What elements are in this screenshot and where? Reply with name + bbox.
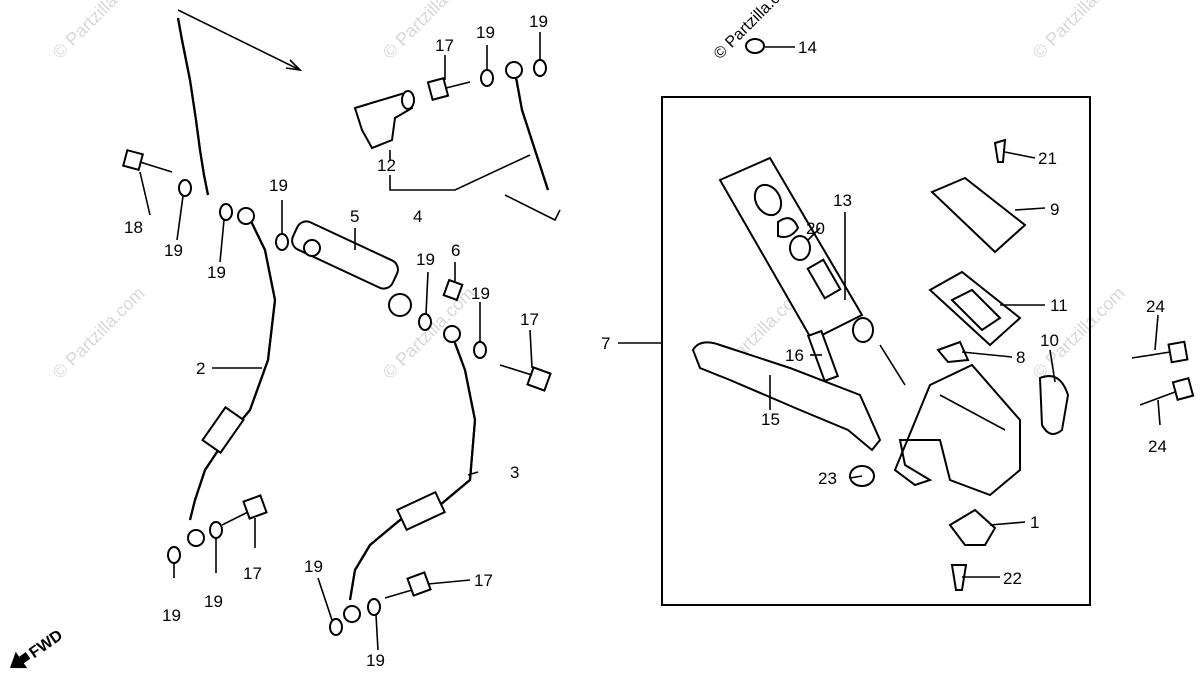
callout-6: 6: [451, 241, 460, 260]
callout-23: 23: [818, 469, 837, 488]
callout-7: 7: [601, 334, 610, 353]
callout-24-top: 24: [1146, 297, 1165, 316]
bolt-14: [745, 38, 765, 54]
three-way-joint-5: [291, 220, 412, 317]
callout-11: 11: [1050, 296, 1068, 315]
callout-19: 19: [164, 241, 183, 260]
fwd-arrow-icon: [10, 651, 31, 669]
bolts-24: [1131, 340, 1195, 406]
callout-19: 19: [471, 284, 490, 303]
pin-8: [936, 340, 970, 364]
callout-19: 19: [207, 263, 226, 282]
diaphragm-11: [928, 270, 1022, 347]
callout-16: 16: [785, 346, 804, 365]
screw-21: [993, 138, 1007, 163]
callout-19: 19: [304, 557, 323, 576]
brake-lever-15: [691, 341, 882, 452]
callout-4: 4: [413, 207, 422, 226]
callout-5: 5: [350, 207, 359, 226]
callout-2: 2: [196, 359, 205, 378]
fwd-label: FWD: [26, 627, 66, 662]
callout-19: 19: [269, 176, 288, 195]
callout-13: 13: [833, 191, 852, 210]
callout-19: 19: [529, 12, 548, 31]
screw-22: [950, 564, 968, 591]
piston-set-13: [718, 156, 906, 386]
washers-19: [167, 59, 547, 636]
callout-20: 20: [806, 219, 825, 238]
switch-1: [948, 508, 997, 546]
bolts: [121, 38, 765, 599]
bolt-17-bottom: [384, 571, 432, 599]
bolt-17-mid: [499, 364, 552, 392]
bolt-17-left: [221, 494, 268, 526]
reservoir-cap-9: [930, 176, 1027, 254]
watermark: © Partzilla.com: [379, 0, 479, 63]
callout-21: 21: [1038, 149, 1057, 168]
callout-17-top: 17: [435, 36, 454, 55]
callout-19: 19: [162, 606, 181, 625]
watermark: © Partzilla.com: [1029, 0, 1129, 63]
leader-lines: [139, 32, 1161, 651]
brake-pipe-4: [353, 61, 561, 222]
callout-18: 18: [124, 218, 143, 237]
watermark: © Partzilla.com: [49, 0, 149, 63]
callout-19: 19: [204, 592, 223, 611]
callout-14: 14: [798, 38, 817, 57]
callout-15: 15: [761, 410, 780, 429]
master-cylinder-group-box: [661, 96, 1091, 606]
callout-1: 1: [1030, 513, 1039, 532]
master-cylinder-body-1: [893, 363, 1021, 497]
bleed-screw-6: [442, 278, 464, 302]
callout-22: 22: [1003, 569, 1022, 588]
pivot-bolt-16: [806, 329, 840, 383]
callout-3: 3: [510, 463, 519, 482]
callout-17-mid: 17: [520, 310, 539, 329]
callout-19: 19: [366, 651, 385, 670]
holder-10: [1038, 375, 1070, 435]
brake-hose-3: [343, 325, 477, 623]
callout-8: 8: [1016, 348, 1025, 367]
callout-labels: 1 2 3 4 5 6 7 8 9 10 11 12 13 14 15 16 1…: [124, 12, 1167, 670]
fwd-arrow: FWD: [10, 627, 66, 669]
bolt-17-top: [426, 77, 471, 101]
callout-17-left: 17: [243, 564, 262, 583]
callout-19: 19: [416, 250, 435, 269]
brake-hose-2: [176, 9, 303, 547]
callout-12: 12: [377, 156, 396, 175]
bolt-18: [121, 148, 173, 173]
callout-24-bottom: 24: [1148, 437, 1167, 456]
watermark: © Partzilla.com: [49, 283, 149, 383]
callout-9: 9: [1050, 200, 1059, 219]
callout-19: 19: [476, 23, 495, 42]
callout-17-bottom: 17: [474, 571, 493, 590]
callout-10: 10: [1040, 331, 1059, 350]
